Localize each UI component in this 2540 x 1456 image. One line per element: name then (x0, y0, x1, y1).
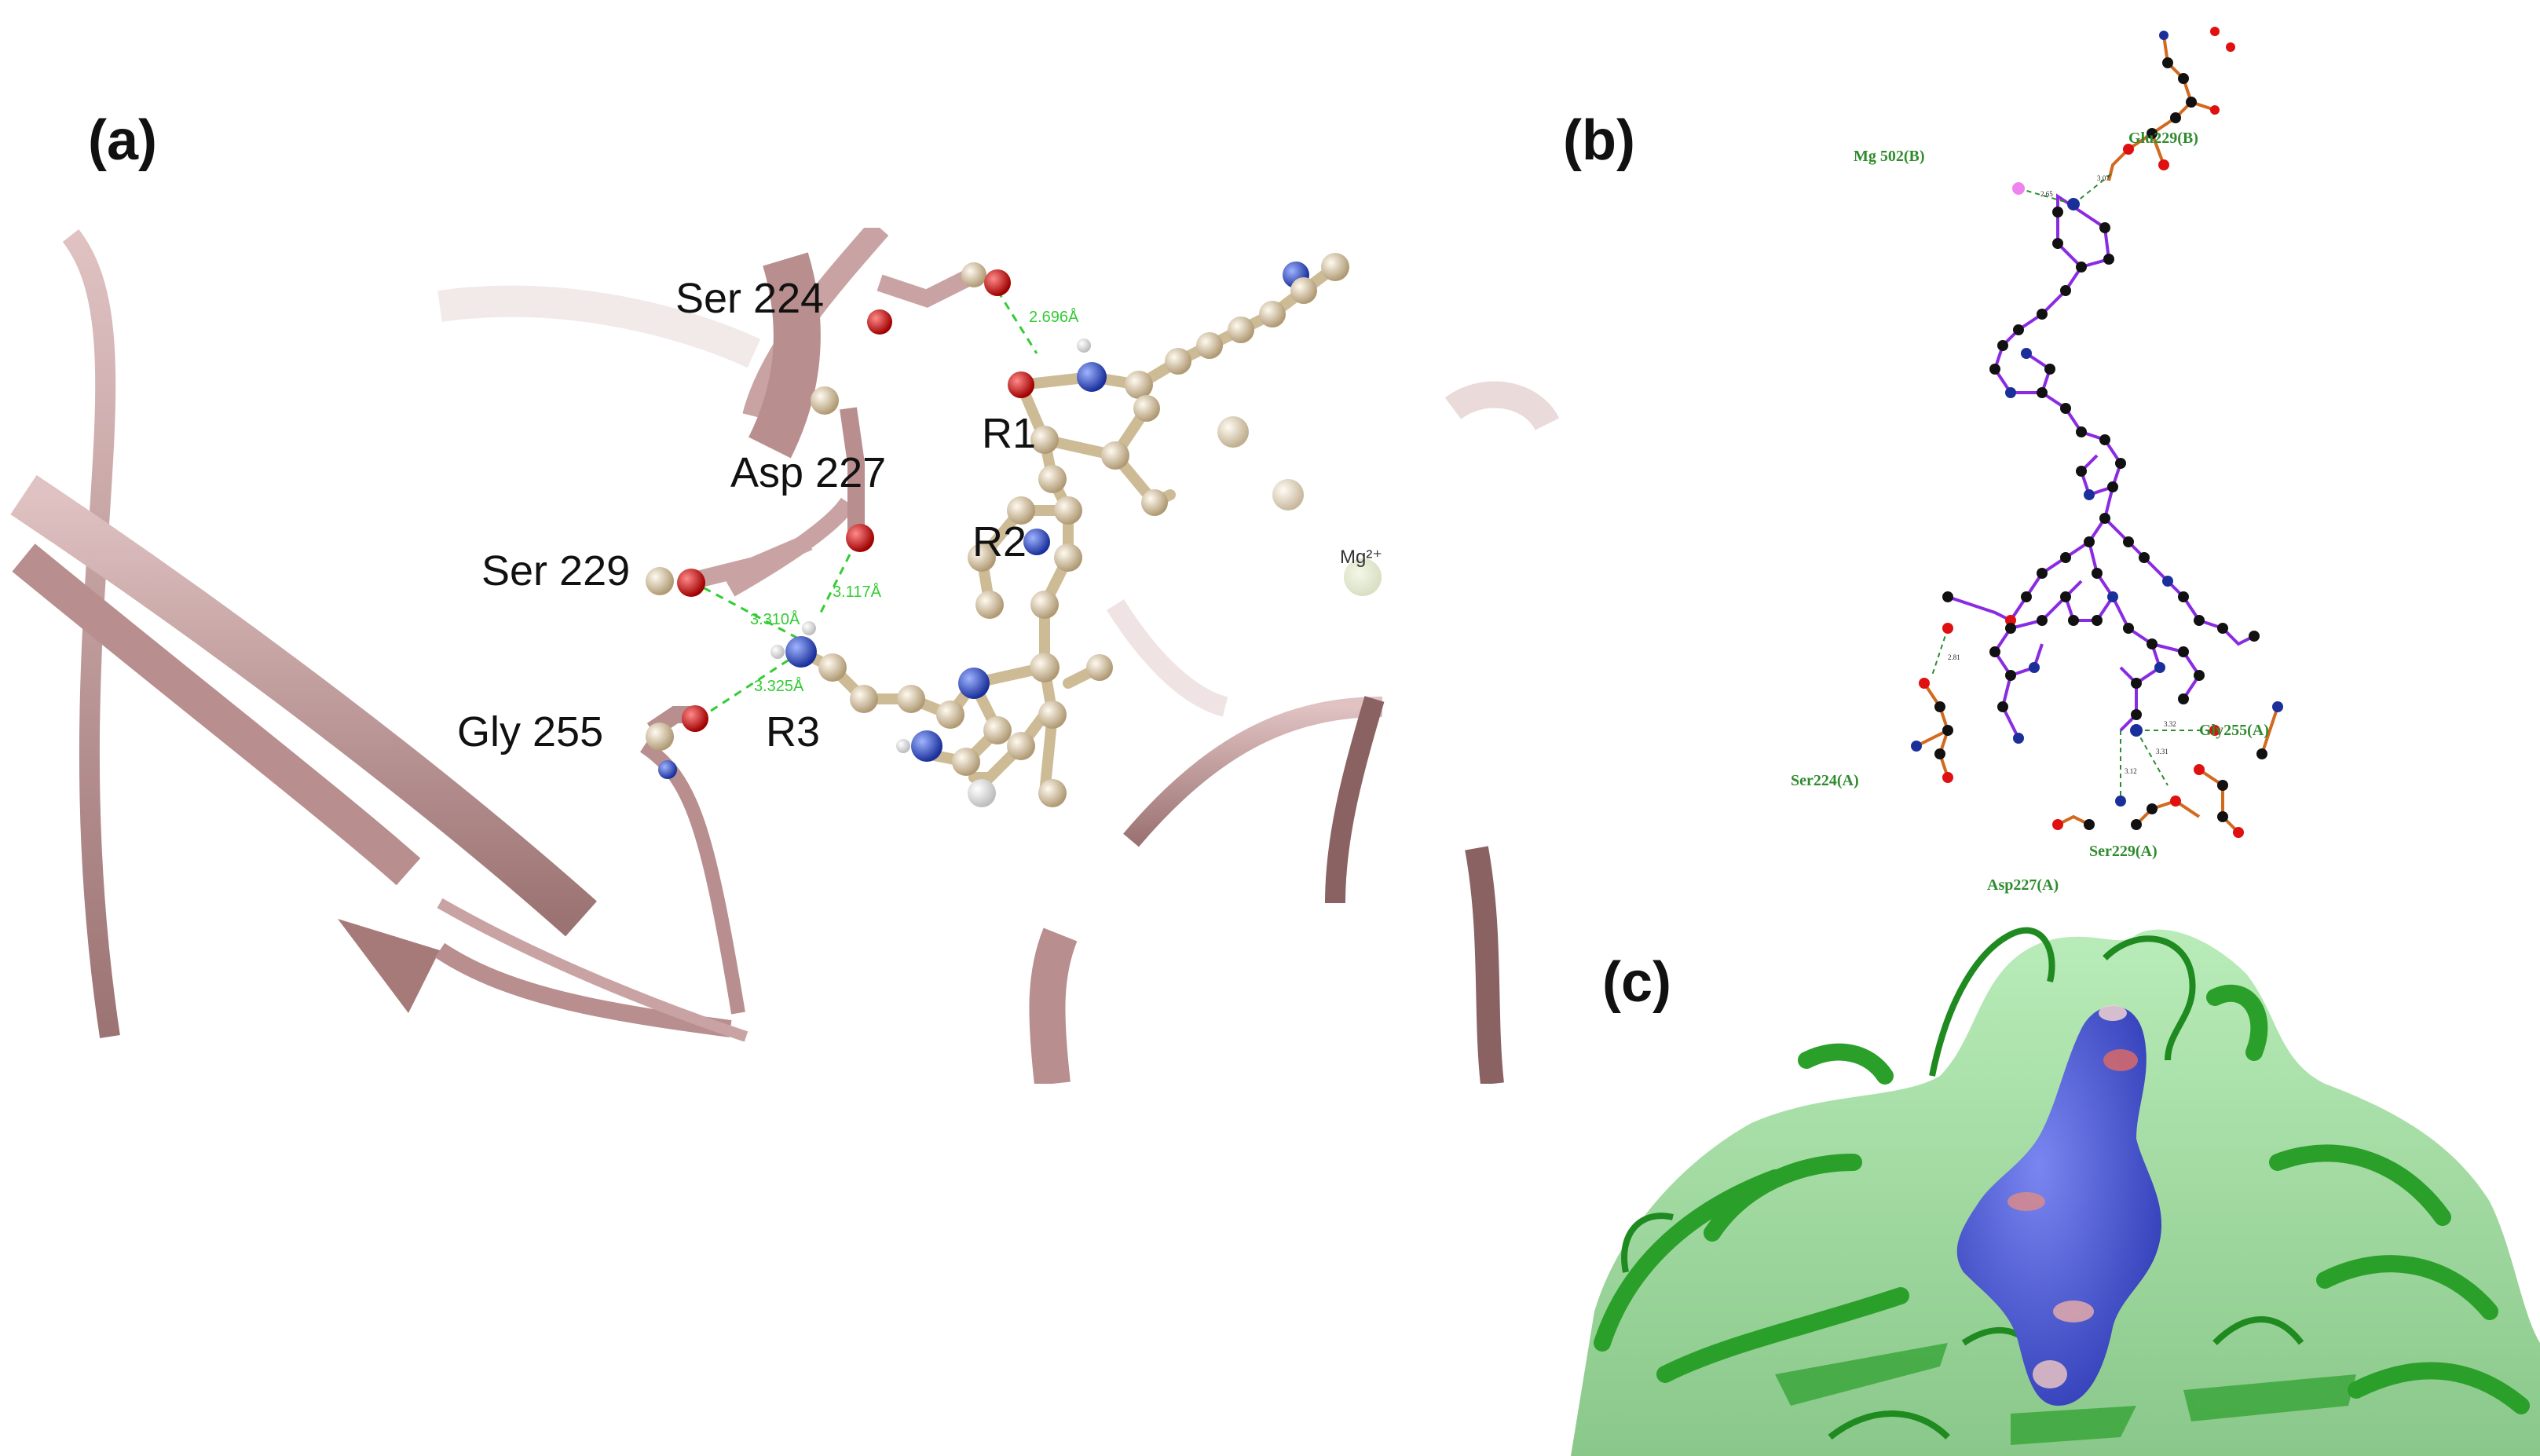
residue-label-glu229: Glu229(B) (2128, 130, 2198, 147)
panel-label-a: (a) (88, 109, 157, 172)
ligand-atoms (770, 253, 1349, 807)
magnesium-ion (1344, 558, 1382, 596)
hbond-dashes-2d (1931, 172, 2215, 801)
distance-mg: 2.65 (2040, 190, 2053, 198)
residue-atoms (646, 262, 1011, 779)
protein-helices (1594, 984, 2530, 1414)
ring-label-r3: R3 (766, 708, 820, 755)
distance-asp227: 3.12 (2125, 767, 2137, 775)
hbond-distance-ser224: 2.696Å (1029, 308, 1079, 326)
protein-ribbon (10, 228, 1504, 1084)
residue-chains-2d (1916, 682, 2279, 834)
ring-label-r1: R1 (982, 410, 1036, 457)
residue-label-asp227: Asp 227 (730, 449, 886, 496)
binding-pose-view: 2.696Å 3.117Å 3.310Å 3.325Å (10, 228, 1560, 1084)
distance-glu229: 3.07 (2097, 174, 2110, 182)
ligand-interaction-diagram: 2.65 3.07 3.32 3.31 3.12 2.81 Mg 502(B) … (1791, 27, 2283, 894)
residue-label-gly255: Gly255(A) (2199, 722, 2269, 739)
protein-sheets (1775, 1343, 2356, 1445)
residue-label-ser224: Ser 224 (675, 275, 824, 322)
hbond-distance-asp227: 3.117Å (833, 583, 882, 601)
residue-label-ser229: Ser 229 (481, 547, 630, 594)
residue-label-gly255: Gly 255 (457, 708, 603, 755)
distance-ser229: 3.31 (2156, 748, 2169, 755)
ring-label-r2: R2 (972, 518, 1027, 565)
magnesium-ion-label: Mg²⁺ (1340, 547, 1382, 568)
distance-gly255: 3.32 (2164, 720, 2176, 728)
ligand-surface-polar-patches (2007, 1005, 2138, 1388)
residue-label-ser229: Ser229(A) (2089, 843, 2158, 860)
residue-label-mg502: Mg 502(B) (1854, 148, 1925, 165)
residue-label-asp227: Asp227(A) (1987, 876, 2059, 894)
panel-label-b: (b) (1563, 109, 1635, 172)
background-ribbons (437, 285, 1560, 717)
protein-surface-view (1571, 927, 2540, 1456)
panel-label-c: (c) (1602, 951, 1671, 1014)
hbond-distance-ser229: 3.310Å (750, 610, 800, 628)
hbond-distance-gly255: 3.325Å (754, 677, 804, 695)
ligand-surface (1956, 1006, 2162, 1406)
residue-label-ser224: Ser224(A) (1791, 772, 1859, 789)
hydrogen-bonds (690, 290, 1038, 720)
ligand-bonds (796, 262, 1341, 799)
glu229-chain (2107, 35, 2216, 181)
atoms-2d (1911, 27, 2283, 838)
distance-ser224: 2.81 (1948, 653, 1960, 661)
